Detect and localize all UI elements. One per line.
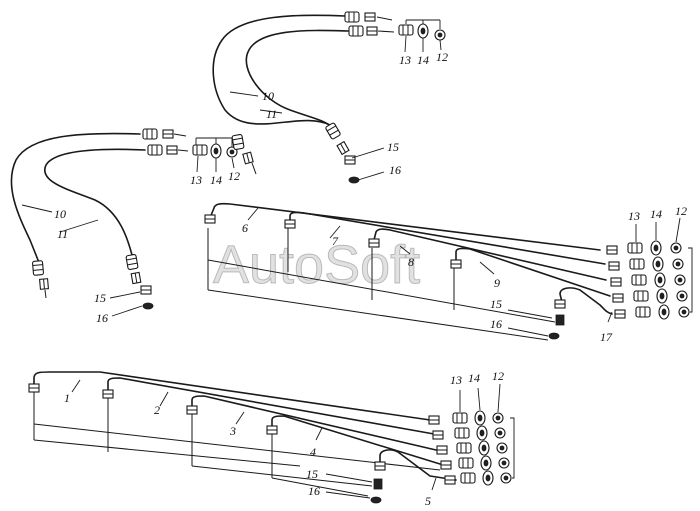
callout-13-lower: 13: [450, 373, 462, 387]
callout-3: 3: [229, 424, 236, 438]
callout-12-middle: 12: [675, 204, 687, 218]
callout-14-middle: 14: [650, 207, 662, 221]
middle-line-set: [204, 202, 693, 341]
callout-8: 8: [408, 255, 414, 269]
callout-4: 4: [310, 445, 316, 459]
callout-5: 5: [425, 494, 431, 508]
lower-pump-fittings: [428, 383, 515, 491]
callout-10-left: 10: [54, 207, 66, 221]
callout-12-upper: 12: [436, 50, 448, 64]
callout-16-left: 16: [96, 311, 108, 325]
callout-14-left: 14: [210, 173, 222, 187]
watermark: AutoSoft: [213, 235, 420, 295]
lower-line-set: [28, 371, 515, 504]
callout-12-lower: 12: [492, 369, 504, 383]
callout-10-upper: 10: [262, 89, 274, 103]
middle-pump-fittings: [606, 217, 693, 323]
callout-16-upper: 16: [389, 163, 401, 177]
callout-1: 1: [64, 391, 70, 405]
callout-14-upper: 14: [417, 53, 429, 67]
callout-16-lower: 16: [308, 484, 320, 498]
upper-hose-assembly: [212, 11, 446, 184]
callout-9: 9: [494, 276, 500, 290]
callout-11-left: 11: [57, 227, 68, 241]
callout-15-left: 15: [94, 291, 106, 305]
left-hose-assembly: [10, 128, 257, 317]
callout-17: 17: [600, 330, 613, 344]
callout-16-middle: 16: [490, 317, 502, 331]
callout-12-left: 12: [228, 169, 240, 183]
callout-14-lower: 14: [468, 371, 480, 385]
callout-7: 7: [332, 234, 339, 248]
callout-13-upper: 13: [399, 53, 411, 67]
callout-11-upper: 11: [266, 107, 277, 121]
callout-13-left: 13: [190, 173, 202, 187]
callout-6: 6: [242, 221, 248, 235]
callout-13-middle: 13: [628, 209, 640, 223]
callout-15-middle: 15: [490, 297, 502, 311]
callout-labels: 10 11 13 14 12 15 16 10 11 13 14 12 15 1…: [54, 50, 687, 508]
callout-15-upper: 15: [387, 140, 399, 154]
callout-15-lower: 15: [306, 467, 318, 481]
callout-2: 2: [154, 403, 160, 417]
